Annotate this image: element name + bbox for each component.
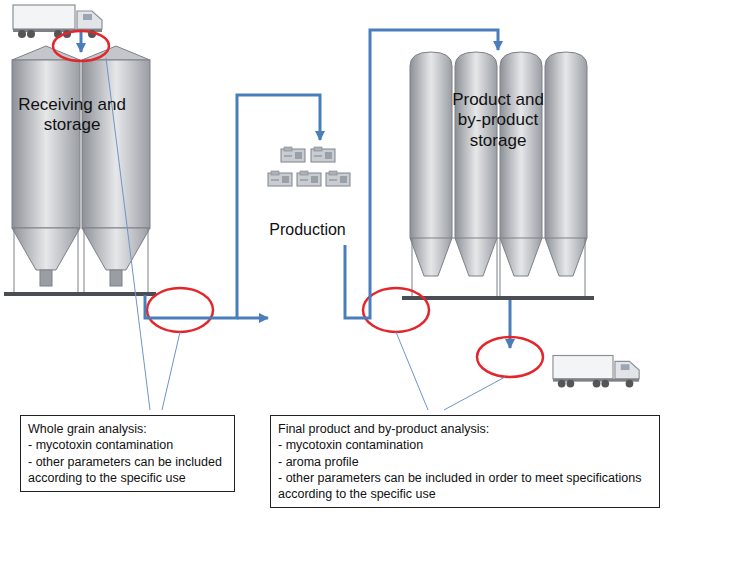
dispatch-arrow bbox=[509, 300, 512, 348]
leader-line bbox=[106, 58, 505, 410]
truck-icon bbox=[13, 5, 102, 38]
node-heading: Whole grain analysis: bbox=[28, 421, 227, 437]
analysis-box: Final product and by-product analysis:- … bbox=[270, 415, 660, 508]
flow-connector bbox=[145, 95, 320, 318]
node-text: - aroma profile bbox=[278, 454, 652, 470]
node-text: - other parameters can be included in or… bbox=[278, 470, 652, 503]
product-silos bbox=[402, 52, 594, 300]
node-heading: Product and by-product storage bbox=[443, 90, 553, 151]
flow-stub bbox=[237, 317, 268, 320]
node-heading: Production bbox=[269, 221, 346, 239]
analysis-box: Whole grain analysis:- mycotoxin contami… bbox=[20, 415, 235, 492]
flow-connector bbox=[345, 30, 498, 318]
storage-silo: Receiving and storage bbox=[12, 45, 150, 295]
production-machines bbox=[268, 147, 350, 186]
delivery-arrow bbox=[80, 30, 83, 52]
receiving-silos bbox=[4, 46, 156, 296]
process-node: Production bbox=[265, 140, 350, 245]
node-text: - mycotoxin contamination bbox=[278, 437, 652, 453]
sampling-point bbox=[53, 31, 543, 377]
node-heading: Final product and by-product analysis: bbox=[278, 421, 652, 437]
node-heading: Receiving and storage bbox=[17, 95, 127, 136]
storage-silo: Product and by-product storage bbox=[408, 50, 588, 300]
node-text: - mycotoxin contamination bbox=[28, 437, 227, 453]
truck-icon bbox=[553, 356, 639, 388]
node-text: - other parameters can be included accor… bbox=[28, 454, 227, 487]
